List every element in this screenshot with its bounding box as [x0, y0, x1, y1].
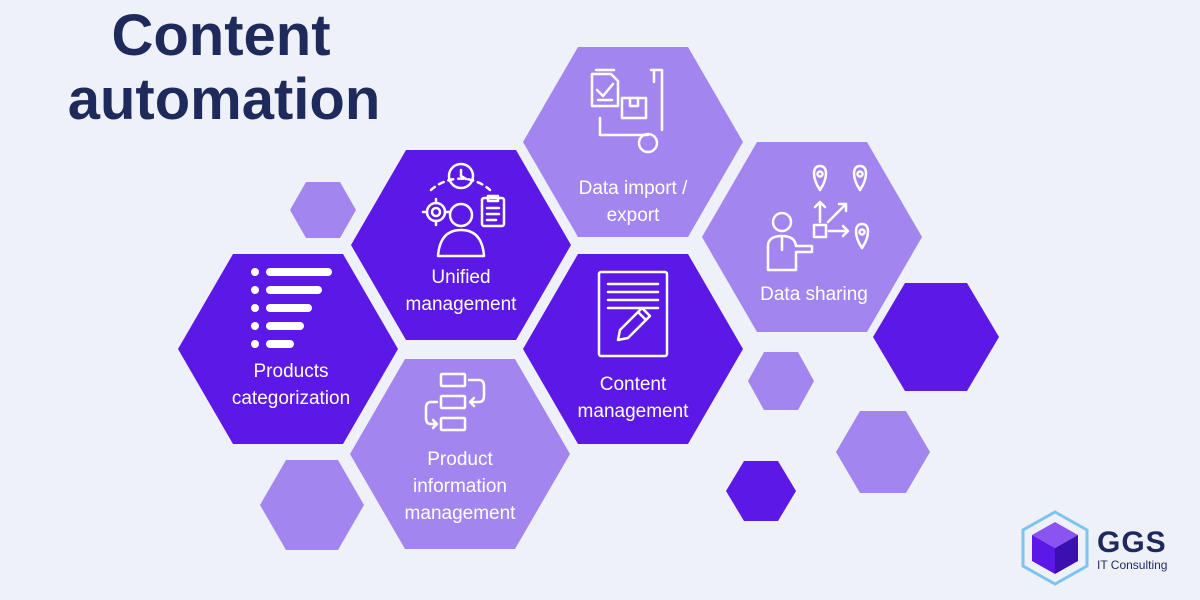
person-clock-gear-clipboard-icon [421, 162, 506, 258]
label-product-information-management: Product information management [360, 446, 560, 527]
page-title: Content automation [46, 4, 396, 132]
label-unified-management: Unified management [361, 264, 561, 318]
label-line: management [577, 401, 689, 422]
label-line: Data import / [578, 178, 688, 199]
hexagon-product-information-management [350, 359, 570, 549]
label-line: Data sharing [760, 284, 868, 305]
label-line: Content [599, 374, 667, 395]
hexagon-products-categorization [178, 254, 398, 444]
company-logo: GGS IT Consulting [1097, 526, 1168, 573]
decor-hexagon [260, 460, 364, 550]
label-data-sharing: Data sharing [714, 281, 914, 308]
cube-hexagon-icon [1021, 510, 1089, 586]
bullet-list-icon [251, 268, 332, 348]
presenter-location-pins-icon [766, 164, 870, 272]
title-line-2: automation [67, 67, 381, 132]
hexagon-content-management [523, 254, 743, 444]
label-line: Product [427, 449, 493, 470]
label-line: export [606, 205, 660, 226]
label-content-management: Content management [533, 371, 733, 425]
decor-hexagon [748, 352, 814, 410]
label-line: Products [253, 361, 329, 382]
decor-hexagon [836, 411, 930, 493]
decor-hexagon [873, 283, 999, 391]
hexagon-data-sharing [702, 142, 922, 332]
flow-boxes-icon [424, 372, 486, 432]
label-products-categorization: Products categorization [191, 358, 391, 412]
label-line: information [413, 476, 507, 497]
label-line: management [404, 503, 516, 524]
title-line-1: Content [111, 3, 331, 68]
decor-hexagon [726, 461, 796, 521]
label-data-import-export: Data import / export [533, 175, 733, 229]
hexagon-data-import-export [523, 47, 743, 237]
label-line: Unified [431, 267, 491, 288]
documents-hand-truck-icon [590, 68, 664, 154]
label-line: management [405, 294, 517, 315]
logo-tagline: IT Consulting [1097, 558, 1168, 572]
logo-name: GGS [1097, 526, 1167, 559]
decor-hexagon [290, 182, 356, 238]
label-line: categorization [231, 388, 351, 409]
hexagon-unified-management [351, 150, 571, 340]
document-pencil-icon [597, 270, 669, 358]
